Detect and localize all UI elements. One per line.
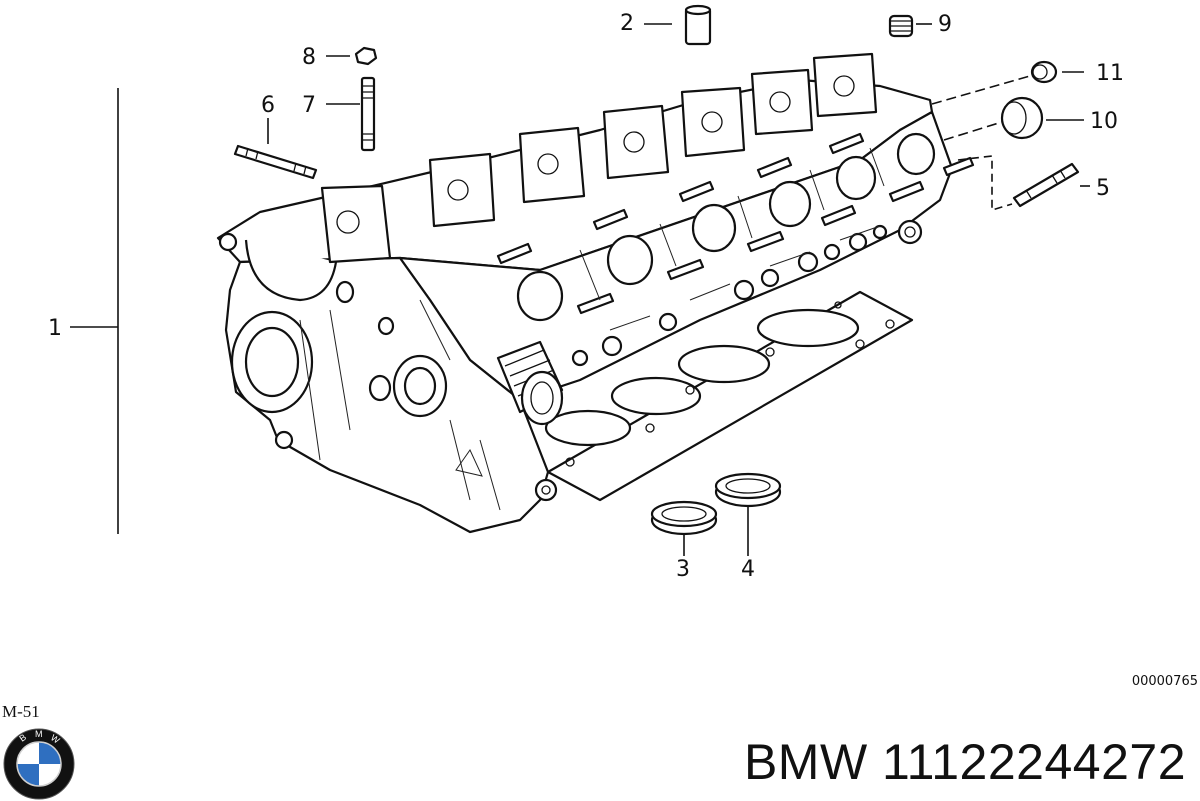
callout-7: 7: [302, 93, 316, 118]
side-bores: [571, 224, 888, 367]
svg-text:B: B: [17, 732, 28, 744]
head-gasket: [544, 290, 914, 502]
bmw-roundel-icon: B M W: [3, 728, 75, 800]
callout-10: 10: [1090, 109, 1118, 134]
part-10-cap: [1000, 96, 1044, 140]
part-5-stud: [1012, 162, 1080, 208]
exhaust-ports: [516, 132, 936, 322]
part-2-dowel-sleeve: [684, 4, 712, 46]
callout-8: 8: [302, 45, 316, 70]
exhaust-studs: [496, 132, 975, 315]
part-7-stud: [360, 76, 376, 152]
callout-11: 11: [1096, 61, 1124, 86]
callout-labels: 1 2 3 4 5 6 7 8 9 10 11: [48, 11, 1124, 582]
part-4-seal-ring: [714, 472, 782, 508]
drawing-code: 00000765: [1131, 674, 1198, 689]
callout-2: 2: [620, 11, 634, 36]
leader-lines: [70, 23, 1090, 556]
callout-1: 1: [48, 316, 62, 341]
cylinder-head: [216, 52, 975, 534]
part-3-seal-ring: [650, 500, 718, 536]
coolant-bellows: [496, 340, 564, 426]
part-8-nut: [354, 46, 378, 66]
callout-9: 9: [938, 12, 952, 37]
callout-4: 4: [741, 557, 755, 582]
callout-3: 3: [676, 557, 690, 582]
part-6-stud: [233, 144, 318, 180]
model-code: M-51: [2, 702, 40, 721]
part-11-plug: [1030, 60, 1058, 84]
callout-5: 5: [1096, 176, 1110, 201]
casting-texture: [299, 147, 885, 511]
svg-text:M: M: [35, 729, 43, 739]
cam-bearing-caps: [320, 52, 878, 264]
callout-6: 6: [261, 93, 275, 118]
part-9-threaded-plug: [888, 14, 914, 38]
part-number-title: BMW 11122244272: [743, 734, 1186, 790]
